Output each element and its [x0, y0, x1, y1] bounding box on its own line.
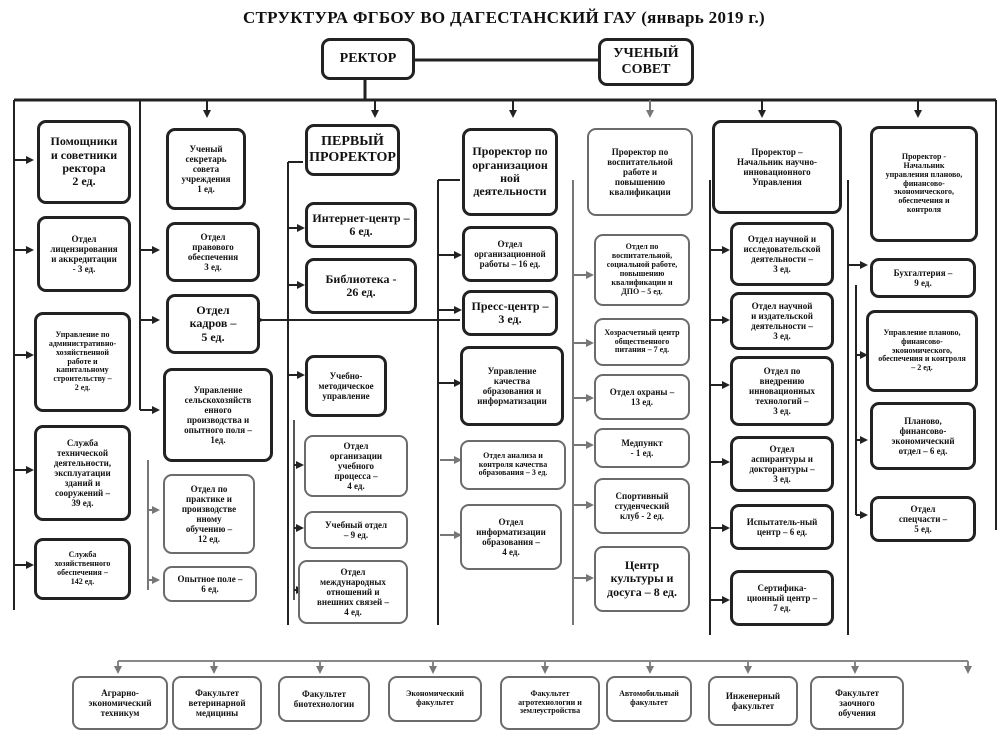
publishing-dept-box: Отдел научной и издательской деятельност…	[730, 292, 834, 350]
vice-rector-organization-box: Проректор по организацион ной деятельнос…	[462, 128, 558, 216]
certification-center-box: Сертифика- ционный центр – 7 ед.	[730, 570, 834, 626]
security-dept-box: Отдел охраны – 13 ед.	[594, 374, 690, 420]
first-vice-rector-box: ПЕРВЫЙ ПРОРЕКТОР	[305, 124, 400, 176]
innovation-dept-box: Отдел по внедрению инновационных техноло…	[730, 356, 834, 426]
assistants-box: Помощники и советники ректора 2 ед.	[37, 120, 131, 204]
teaching-dept-box: Учебный отдел – 9 ед.	[304, 511, 408, 549]
faculty-automobile: Автомобильный факультет	[606, 676, 692, 722]
quality-analysis-box: Отдел анализа и контроля качества образо…	[460, 440, 566, 490]
educational-methodical-box: Учебно- методическое управление	[305, 355, 387, 417]
rector-box: РЕКТОР	[321, 38, 415, 80]
agri-production-box: Управление сельскохозяйств енного произв…	[163, 368, 273, 462]
academic-secretary-box: Ученый секретарь совета учреждения 1 ед.	[166, 128, 246, 210]
accounting-box: Бухгалтерия – 9 ед.	[870, 258, 976, 298]
faculty-veterinary: Факультет ветеринарной медицины	[172, 676, 262, 730]
press-center-box: Пресс-центр – 3 ед.	[462, 290, 558, 336]
informatization-dept-box: Отдел информатизации образования – 4 ед.	[460, 504, 562, 570]
social-work-box: Отдел по воспитательной, социальной рабо…	[594, 234, 690, 306]
vice-rector-finance-box: Проректор - Начальник управления планово…	[870, 126, 978, 242]
quality-management-box: Управление качества образования и информ…	[460, 346, 564, 426]
licensing-dept-box: Отдел лицензирования и аккредитации - 3 …	[37, 216, 131, 292]
legal-dept-box: Отдел правового обеспечения 3 ед.	[166, 222, 260, 282]
finance-management-box: Управление планово, финансово- экономиче…	[866, 310, 978, 392]
faculty-distance-learning: Факультет заочного обучения	[810, 676, 904, 730]
academic-council-box: УЧЕНЫЙ СОВЕТ	[598, 38, 694, 86]
practice-dept-box: Отдел по практике и производстве нному о…	[163, 474, 255, 554]
medical-post-box: Медпункт - 1 ед.	[594, 428, 690, 468]
postgraduate-dept-box: Отдел аспирантуры и докторантуры – 3 ед.	[730, 436, 834, 492]
faculty-engineering: Инженерный факультет	[708, 676, 798, 726]
faculty-economics: Экономический факультет	[388, 676, 482, 722]
admin-construction-box: Управление по административно- хозяйстве…	[34, 312, 131, 412]
culture-center-box: Центр культуры и досуга – 8 ед.	[594, 546, 690, 612]
hr-dept-box: Отдел кадров – 5 ед.	[166, 294, 260, 354]
organizational-work-box: Отдел организационной работы – 16 ед.	[462, 226, 558, 282]
educational-process-box: Отдел организации учебного процесса – 4 …	[304, 435, 408, 497]
library-box: Библиотека - 26 ед.	[305, 258, 417, 314]
vice-rector-education-box: Проректор по воспитательной работе и пов…	[587, 128, 693, 216]
catering-center-box: Хозрасчетный центр общественного питания…	[594, 318, 690, 366]
planning-finance-dept-box: Планово, финансово- экономический отдел …	[870, 402, 976, 470]
international-relations-box: Отдел международных отношений и внешних …	[298, 560, 408, 624]
testing-center-box: Испытатель-ный центр – 6 ед.	[730, 504, 834, 550]
faculty-agro-economic-college: Аграрно- экономический техникум	[72, 676, 168, 730]
special-dept-box: Отдел спецчасти – 5 ед.	[870, 496, 976, 542]
faculty-biotechnology: Факультет биотехнологии	[278, 676, 370, 722]
experimental-field-box: Опытное поле – 6 ед.	[163, 566, 257, 602]
technical-service-box: Служба технической деятельности, эксплуа…	[34, 425, 131, 521]
faculty-agrotechnology: Факультет агротехнологии и землеустройст…	[500, 676, 600, 730]
household-service-box: Служба хозяйственного обеспечения – 142 …	[34, 538, 131, 600]
internet-center-box: Интернет-центр – 6 ед.	[305, 202, 417, 248]
sports-club-box: Спортивный студенческий клуб - 2 ед.	[594, 478, 690, 534]
vice-rector-science-box: Проректор – Начальник научно- инновацион…	[712, 120, 842, 214]
research-dept-box: Отдел научной и исследовательской деятел…	[730, 222, 834, 286]
chart-title: СТРУКТУРА ФГБОУ ВО ДАГЕСТАНСКИЙ ГАУ (янв…	[242, 8, 766, 27]
